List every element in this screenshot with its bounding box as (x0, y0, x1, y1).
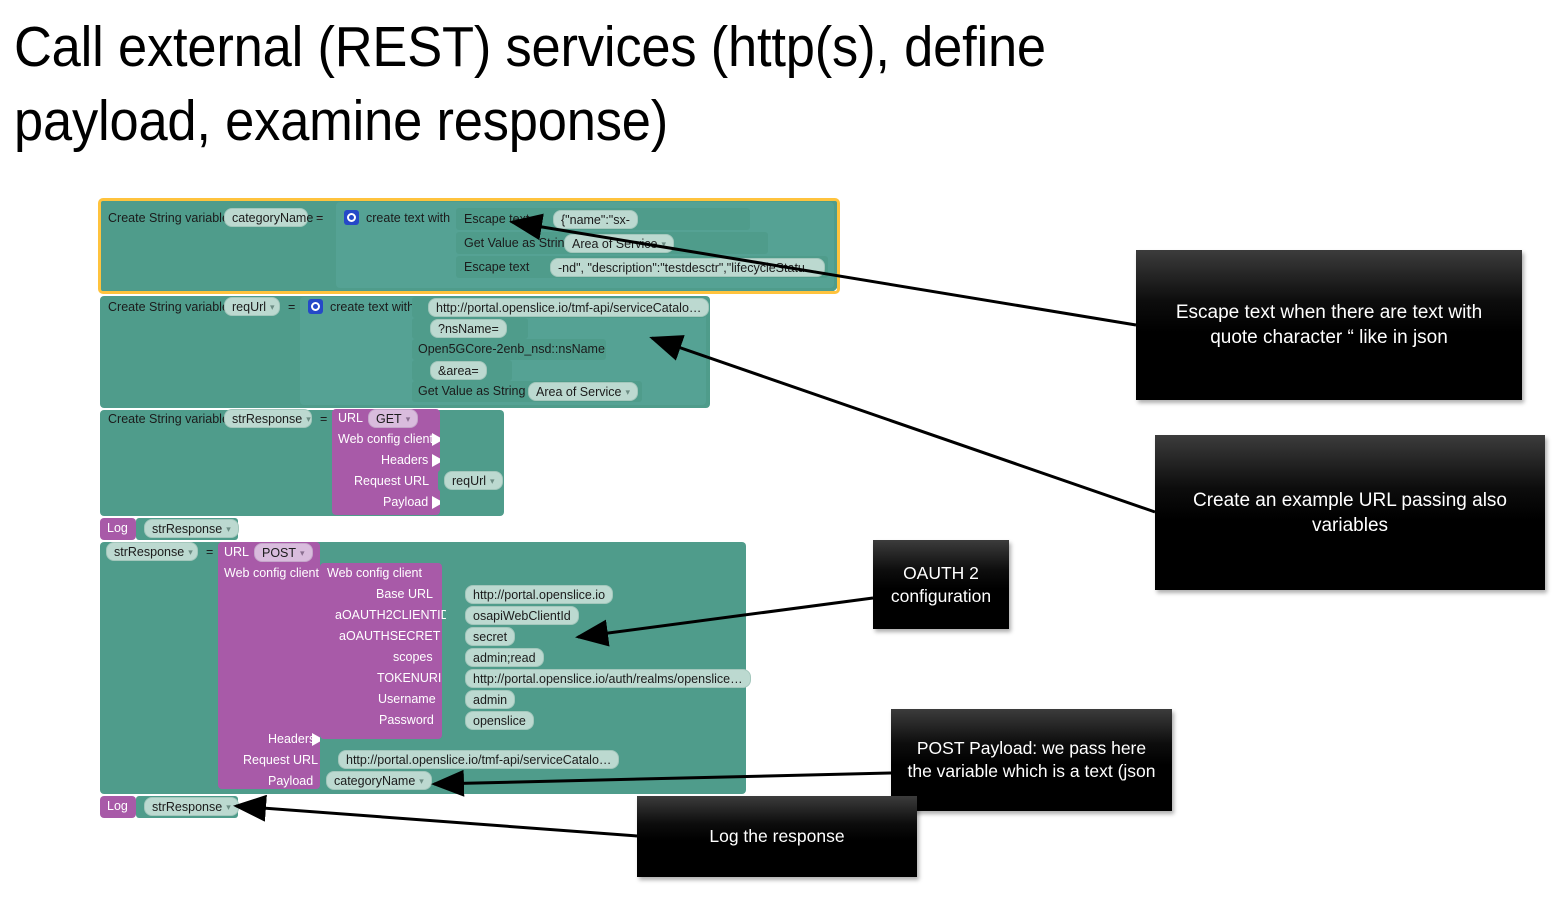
block1-selection-highlight (98, 198, 840, 294)
block4-wc-row-6-value[interactable]: openslice (465, 711, 534, 730)
block4-wc-row-5-value[interactable]: admin (465, 690, 516, 709)
block2-row-0-value[interactable]: http://portal.openslice.io/tmf-api/servi… (428, 298, 710, 317)
block4-variable-label: strResponse (114, 545, 185, 559)
block1-variable-dropdown[interactable]: categoryName▾ (224, 208, 322, 227)
block4-url-post[interactable] (218, 542, 320, 789)
block-log-second-value[interactable]: strResponse▾ (144, 797, 239, 816)
block4-wc-row-0-label: Base URL (376, 587, 433, 601)
block2-row-4-label: Get Value as String (418, 384, 526, 398)
chevron-down-icon: ▾ (490, 476, 495, 486)
block4-wc-row-2-value[interactable]: secret (465, 627, 516, 646)
block2-row-4-value-label: Area of Service (536, 385, 622, 399)
chevron-down-icon: ▾ (300, 548, 305, 558)
block2-row-1-value[interactable]: ?nsName= (430, 319, 507, 338)
callout-example-url: Create an example URL passing also varia… (1155, 435, 1545, 590)
chevron-down-icon: ▾ (419, 776, 424, 786)
block2-operation-label: create text with (330, 300, 415, 314)
block3-row-0-label: Web config client (338, 432, 433, 446)
block4-row-2-label: Payload (268, 774, 314, 788)
block4-web-config-client[interactable] (320, 563, 442, 739)
block4-row-1-label: Request URL (243, 753, 319, 767)
gear-icon[interactable] (308, 299, 323, 314)
chevron-down-icon: ▾ (226, 524, 231, 534)
block4-wc-row-4-label: TOKENURI (377, 671, 442, 685)
block2-row-2[interactable] (412, 339, 606, 360)
block4-wc-row-5-label: Username (378, 692, 436, 706)
block3-statement-label: Create String variable (108, 412, 229, 426)
chevron-down-icon: ▾ (317, 213, 322, 223)
block4-wc-row-6-label: Password (379, 713, 434, 727)
block2-row-3-value[interactable]: &area= (430, 361, 487, 380)
block4-wc-row-4-value[interactable]: http://portal.openslice.io/auth/realms/o… (465, 669, 751, 688)
block3-variable-dropdown[interactable]: strResponse▾ (224, 409, 312, 428)
block3-row-3-label: Payload (383, 495, 429, 509)
block4-row-2-value-label: categoryName (334, 774, 416, 788)
block-log-second[interactable] (100, 796, 136, 818)
block-log-first-label: Log (107, 521, 128, 535)
chevron-down-icon: ▾ (188, 547, 193, 557)
socket-notch-icon (312, 733, 320, 746)
block3-url-label: URL (338, 411, 364, 425)
block4-url-label: URL (224, 545, 250, 559)
block4-web-config-label: Web config client (224, 566, 319, 580)
socket-notch-icon (432, 433, 440, 446)
block3-equals: = (320, 412, 328, 426)
block3-row-1-label: Headers (381, 453, 429, 467)
block2-row-4-value[interactable]: Area of Service▾ (528, 382, 638, 401)
block4-wc-row-3-value[interactable]: admin;read (465, 648, 544, 667)
chevron-down-icon: ▾ (270, 302, 275, 312)
chevron-down-icon: ▾ (405, 414, 411, 424)
block4-wc-row-1-label: aOAUTH2CLIENTID (335, 608, 450, 622)
callout-post-payload: POST Payload: we pass here the variable … (891, 709, 1172, 811)
block4-wc-row-2-label: aOAUTHSECRET (339, 629, 441, 643)
chevron-down-icon: ▾ (306, 414, 311, 424)
gear-icon[interactable] (344, 210, 359, 225)
block4-row-0-label: Headers (268, 732, 316, 746)
block4-method-label: POST (262, 546, 297, 560)
callout-log-response: Log the response (637, 796, 917, 877)
callout-oauth-configuration: OAUTH 2 configuration (873, 540, 1009, 629)
block4-variable-dropdown[interactable]: strResponse▾ (106, 542, 198, 561)
block1-operation-label: create text with (366, 211, 451, 225)
block1-variable-label: categoryName (232, 211, 314, 225)
block3-method-dropdown[interactable]: GET▾ (368, 409, 419, 428)
block3-row-2-label: Request URL (354, 474, 430, 488)
block-log-second-label: Log (107, 799, 128, 813)
block3-row-2-value[interactable]: reqUrl▾ (444, 471, 503, 490)
block2-equals: = (288, 300, 296, 314)
callout-escape-text: Escape text when there are text with quo… (1136, 250, 1522, 400)
block1-statement-label: Create String variable (108, 211, 229, 225)
block3-variable-label: strResponse (232, 412, 303, 426)
socket-notch-icon (432, 454, 440, 467)
block-log-first[interactable] (100, 518, 136, 540)
chevron-down-icon: ▾ (625, 387, 630, 397)
block4-row-2-value[interactable]: categoryName▾ (326, 771, 432, 790)
block-log-second-value-label: strResponse (152, 800, 223, 814)
block4-wc-row-3-label: scopes (393, 650, 433, 664)
block4-wc-row-0-value[interactable]: http://portal.openslice.io (465, 585, 614, 604)
block4-web-config-title: Web config client (327, 566, 422, 580)
block-log-first-value[interactable]: strResponse▾ (144, 519, 239, 538)
block4-method-dropdown[interactable]: POST▾ (254, 543, 313, 562)
block4-equals: = (206, 545, 214, 559)
block2-variable-dropdown[interactable]: reqUrl▾ (224, 297, 280, 316)
block4-row-1-value[interactable]: http://portal.openslice.io/tmf-api/servi… (338, 750, 620, 769)
blockly-workspace[interactable]: Create String variable categoryName▾ = c… (98, 198, 848, 818)
block2-row-2-value: Open5GCore-2enb_nsd::nsName (418, 342, 605, 356)
block3-row-2-value-label: reqUrl (452, 474, 487, 488)
block2-statement-label: Create String variable (108, 300, 229, 314)
block4-wc-row-1-value[interactable]: osapiWebClientId (465, 606, 579, 625)
socket-notch-icon (432, 496, 440, 509)
block1-equals: = (316, 211, 324, 225)
block3-method-label: GET (376, 412, 402, 426)
block2-variable-label: reqUrl (232, 300, 267, 314)
block-log-first-value-label: strResponse (152, 522, 223, 536)
slide-title: Call external (REST) services (http(s), … (14, 15, 1061, 153)
chevron-down-icon: ▾ (226, 802, 231, 812)
